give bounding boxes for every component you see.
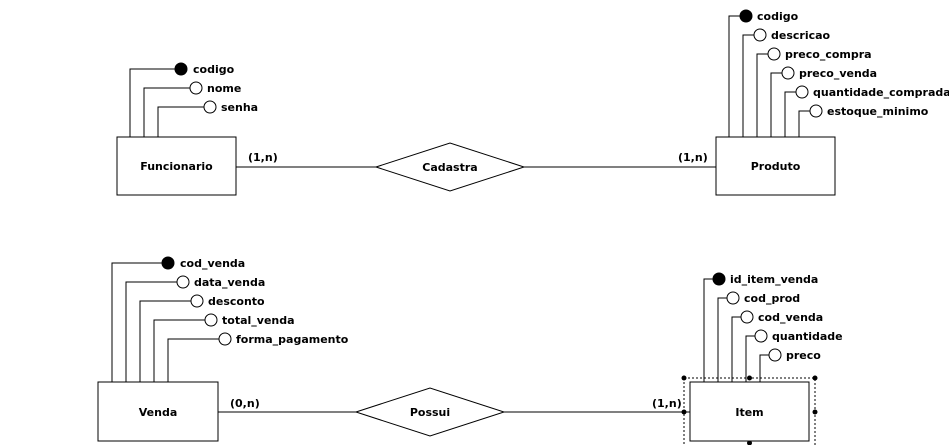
attribute-label: nome [207, 82, 241, 95]
attribute-label: senha [221, 101, 258, 114]
attribute-label: estoque_minimo [827, 105, 929, 118]
attribute-marker[interactable] [809, 104, 823, 118]
cardinality-label: (1,n) [248, 151, 278, 164]
attribute-marker[interactable] [781, 66, 795, 80]
relationship-possui-label: Possui [410, 406, 450, 419]
attribute-label: quantidade [772, 330, 843, 343]
resize-handle[interactable] [747, 440, 752, 445]
relationship-cadastra[interactable]: Cadastra [374, 142, 526, 192]
resize-handle[interactable] [681, 375, 687, 381]
key-attribute-marker[interactable] [161, 256, 175, 270]
relationship-cadastra-label: Cadastra [422, 161, 477, 174]
attribute-label: preco [786, 349, 821, 362]
attribute-marker[interactable] [203, 100, 217, 114]
attribute-marker[interactable] [768, 348, 782, 362]
entity-funcionario-box[interactable] [116, 136, 237, 196]
key-attribute-marker[interactable] [174, 62, 188, 76]
attribute-label: forma_pagamento [236, 333, 349, 346]
entity-produto-box[interactable] [715, 136, 836, 196]
attribute-label: desconto [208, 295, 265, 308]
venda-attributes: cod_venda data_venda desconto total_vend… [111, 256, 349, 382]
attribute-marker[interactable] [795, 85, 809, 99]
produto-attributes: codigo descricao preco_compra preco_vend… [728, 9, 949, 137]
key-attribute-marker[interactable] [739, 9, 753, 23]
attribute-label: data_venda [194, 276, 265, 289]
cardinality-label: (0,n) [230, 397, 260, 410]
attribute-label: cod_prod [744, 292, 800, 305]
attribute-marker[interactable] [753, 28, 767, 42]
entity-item-box[interactable] [689, 381, 810, 442]
attribute-marker[interactable] [176, 275, 190, 289]
entity-item[interactable]: Item [689, 381, 810, 442]
entity-funcionario-label: Funcionario [140, 160, 213, 173]
cardinality-label: (1,n) [678, 151, 708, 164]
resize-handle[interactable] [812, 409, 818, 415]
attribute-marker[interactable] [767, 47, 781, 61]
cardinality-label: (1,n) [652, 397, 682, 410]
entity-produto-label: Produto [751, 160, 801, 173]
attribute-marker[interactable] [218, 332, 232, 346]
attribute-marker[interactable] [754, 329, 768, 343]
entity-venda-box[interactable] [97, 381, 219, 442]
entity-venda[interactable]: Venda [97, 381, 219, 442]
entity-funcionario[interactable]: Funcionario [116, 136, 237, 196]
attribute-label: descricao [771, 29, 831, 42]
attribute-label: codigo [757, 10, 799, 23]
attribute-marker[interactable] [204, 313, 218, 327]
attribute-label: cod_venda [180, 257, 245, 270]
item-attributes: id_item_venda cod_prod cod_venda quantid… [703, 272, 843, 382]
attribute-marker[interactable] [740, 310, 754, 324]
attribute-label: id_item_venda [730, 273, 818, 286]
entity-produto[interactable]: Produto [715, 136, 836, 196]
attribute-label: codigo [193, 63, 235, 76]
funcionario-attributes: codigo nome senha [129, 62, 258, 137]
relationship-possui-diamond[interactable] [354, 387, 506, 437]
attribute-marker[interactable] [189, 81, 203, 95]
attribute-marker[interactable] [190, 294, 204, 308]
attribute-label: preco_venda [799, 67, 877, 80]
resize-handle[interactable] [747, 375, 752, 381]
resize-handle[interactable] [812, 375, 818, 381]
relationship-possui[interactable]: Possui [354, 387, 506, 437]
entity-venda-label: Venda [139, 406, 178, 419]
key-attribute-marker[interactable] [712, 272, 726, 286]
entity-item-label: Item [735, 406, 763, 419]
attribute-marker[interactable] [726, 291, 740, 305]
attribute-label: cod_venda [758, 311, 823, 324]
resize-handle[interactable] [681, 409, 687, 415]
attribute-label: preco_compra [785, 48, 872, 61]
attribute-label: total_venda [222, 314, 295, 327]
attribute-label: quantidade_comprada [813, 86, 949, 99]
selection-frame [681, 375, 818, 445]
relationship-cadastra-diamond[interactable] [374, 142, 526, 192]
